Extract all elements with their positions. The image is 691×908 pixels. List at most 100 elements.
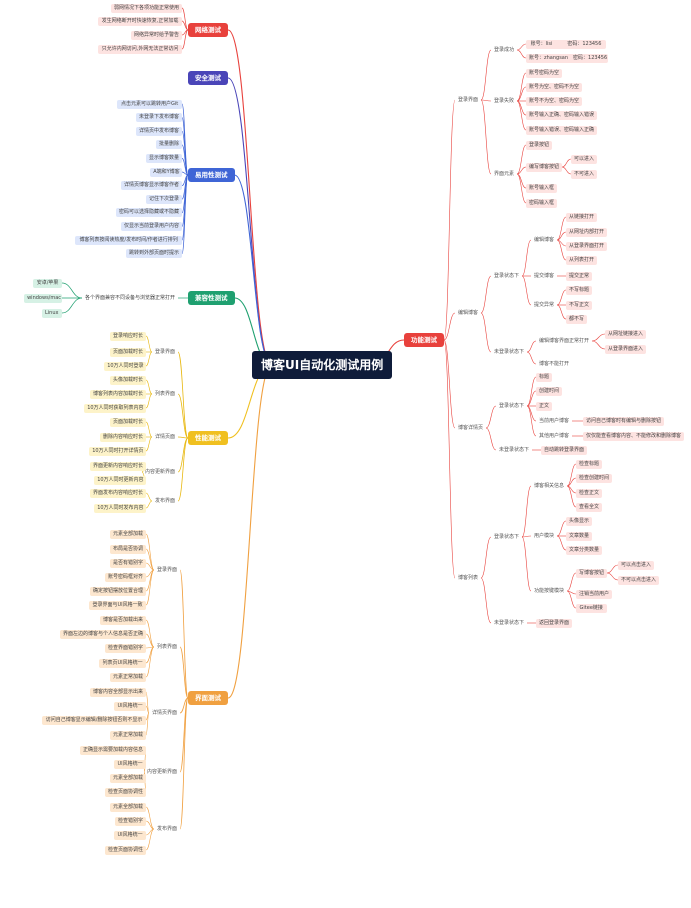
connector <box>145 646 155 649</box>
connector <box>516 49 527 59</box>
connector <box>145 619 155 648</box>
edit-btn-check: 编写博客按钮 <box>526 162 562 172</box>
connector <box>556 520 567 537</box>
ui-item: 是否有错别字 <box>110 558 146 568</box>
usability-item: 跳转到外部页面时提示 <box>126 249 182 259</box>
usability-item: 未登录下发布博客 <box>136 113 182 123</box>
func-list: 博客列表 <box>458 574 479 581</box>
connector <box>181 29 189 50</box>
list-func: 功能按键模块 <box>534 587 565 594</box>
performance-item: 界面更新内容响应时长 <box>90 461 146 471</box>
branch-network <box>227 29 273 366</box>
list-func-item: 注销当前用户 <box>576 589 612 599</box>
usability-item: 仅显示当前登录用户内容 <box>121 221 182 231</box>
connector <box>145 820 155 830</box>
ui-item: 博客内容全部显示出来 <box>90 687 146 697</box>
connector <box>526 351 537 365</box>
connector <box>556 289 567 306</box>
connector <box>526 405 537 422</box>
login-success: 登录成功 <box>494 46 515 53</box>
compat-item: windows/mac <box>24 293 62 303</box>
func-edit: 编辑博客 <box>458 309 479 316</box>
connector <box>521 535 532 538</box>
ui-item: 访问自己博客显示编辑/删除按钮否则不显示 <box>42 715 146 725</box>
network-item: 只允许内网访问,外网无法正常访问 <box>98 44 182 54</box>
connector <box>606 564 619 574</box>
detail-other: 其他用户博客 <box>539 432 570 439</box>
connector <box>521 275 532 306</box>
usability-item: 博客列表按阅读热度/发布时间/作者进行排列 <box>75 235 182 245</box>
branch-ui <box>227 364 273 699</box>
ui-item: 元素正常加载 <box>110 672 146 682</box>
connector <box>179 697 189 714</box>
detail-current-item: 访问自己博客时有编辑与删除按钮 <box>583 416 664 426</box>
connector <box>145 548 155 571</box>
detail-other-item: 仅仅能查看博客内容、不能修改和删除博客 <box>583 431 684 441</box>
edit-blog-item: 从网址内部打开 <box>566 227 607 237</box>
main-function: 功能测试 <box>404 333 444 347</box>
main-ui: 界面测试 <box>188 691 228 705</box>
submit-error: 提交异常 <box>534 301 555 308</box>
connector <box>181 20 189 31</box>
connector <box>61 282 83 299</box>
root-node: 博客UI自动化测试用例 <box>252 351 392 379</box>
main-performance: 性能测试 <box>188 431 228 445</box>
login-fail-item: 账号密码为空 <box>526 68 562 78</box>
ui-item: 确定按钮摆放位置合理 <box>90 586 146 596</box>
connector <box>516 100 527 131</box>
performance-item: 界面发布内容响应时长 <box>90 488 146 498</box>
connector <box>526 376 537 407</box>
usability-item: 详情页博客显示博客作者 <box>121 181 182 191</box>
func-login: 登录界面 <box>458 96 479 103</box>
connector <box>485 405 497 429</box>
network-item: 网络异常时给予警告 <box>131 30 182 40</box>
connector <box>145 633 155 648</box>
detail-item: 创建时间 <box>536 386 562 396</box>
list-user: 用户模块 <box>534 532 555 539</box>
connector <box>145 569 155 606</box>
connector <box>145 436 153 452</box>
ui-item: 博客是否加载出来 <box>100 615 146 625</box>
list-user-item: 文章数量 <box>566 531 592 541</box>
list-logged-out: 未登录状态下 <box>494 619 525 626</box>
connector <box>145 351 153 367</box>
connector <box>561 166 572 175</box>
ui-group: 内容更新界面 <box>147 768 178 775</box>
list-info-item: 检查标题 <box>576 459 602 469</box>
login-success-item: 账号：lisi 密码：123456 <box>526 39 606 49</box>
connector <box>606 572 619 581</box>
ui-item: 元素全部加载 <box>110 802 146 812</box>
connector <box>145 646 155 678</box>
main-compat: 兼容性测试 <box>188 291 235 305</box>
list-info-item: 检查正文 <box>576 488 602 498</box>
ui-group: 详情页界面 <box>152 709 178 716</box>
connector <box>516 100 527 116</box>
connector <box>591 333 606 342</box>
detail-item: 正文 <box>536 401 552 411</box>
connector <box>177 436 189 439</box>
connector <box>145 500 153 509</box>
performance-item: 头像加载时长 <box>110 375 146 385</box>
connector <box>526 405 537 437</box>
list-logged-out-item: 返回登录界面 <box>536 618 572 628</box>
connector <box>521 485 532 538</box>
ui-item: 界面左边的博客与个人信息是否正确 <box>60 629 146 639</box>
usability-item: 记住下次登录 <box>146 194 182 204</box>
usability-item: A端和Y博客 <box>150 167 182 177</box>
usability-item: 点击元素可以跳转用户Git <box>117 99 182 109</box>
list-info-item: 查看全文 <box>576 502 602 512</box>
performance-item: 10万人同时登录 <box>104 361 146 371</box>
login-elements: 界面元素 <box>494 170 515 177</box>
connector <box>145 828 155 851</box>
connector <box>145 393 153 409</box>
login-element-item: 账号输入框 <box>526 183 557 193</box>
connector <box>480 577 492 624</box>
detail-item: 标题 <box>536 372 552 382</box>
connector <box>145 806 155 830</box>
connector <box>145 562 155 571</box>
detail-logged-in: 登录状态下 <box>499 402 525 409</box>
ui-group: 登录界面 <box>157 566 178 573</box>
ui-item: 列表页UI风格统一 <box>99 658 146 668</box>
connector <box>145 705 150 714</box>
connector <box>566 477 577 487</box>
